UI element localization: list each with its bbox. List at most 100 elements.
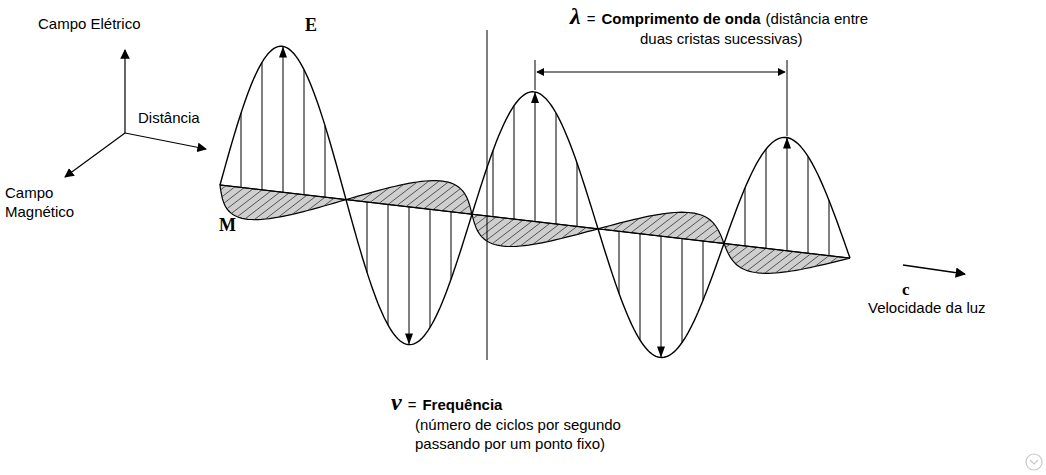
magnetic-hatch	[622, 218, 639, 231]
magnetic-hatch	[237, 191, 271, 217]
dimension-tick	[787, 60, 788, 136]
speed-label: Velocidade da luz	[868, 298, 986, 317]
magnetic-hatch	[224, 188, 244, 203]
magnetic-hatch	[577, 228, 586, 235]
frequency-caption: ν=Frequência(número de ciclos por segund…	[415, 392, 665, 453]
electric-vector	[367, 202, 368, 272]
magnetic-hatch	[475, 216, 487, 225]
magnetic-hatch	[561, 226, 577, 238]
electric-vector	[829, 200, 830, 255]
magnetic-hatch	[361, 192, 374, 202]
magnetic-hatch	[473, 215, 478, 219]
electric-vector	[451, 212, 452, 279]
electric-vector	[682, 239, 683, 343]
electric-vector	[661, 236, 662, 357]
magnetic-hatch	[726, 244, 730, 247]
electric-vector	[241, 113, 242, 187]
electric-vector	[388, 205, 389, 325]
magnetic-hatch	[604, 226, 609, 230]
magnetic-hatch	[830, 257, 838, 263]
speed-symbol: c	[902, 280, 910, 299]
dimension-tick	[535, 60, 536, 90]
magnetic-hatch	[712, 235, 721, 242]
magnetic-hatch	[460, 205, 470, 212]
equals-sign: =	[408, 396, 417, 413]
wavelength-symbol: λ	[570, 3, 581, 29]
magnetic-hatch	[510, 222, 542, 246]
em-wave	[220, 46, 850, 357]
magnetic-hatch	[352, 196, 357, 200]
magnetic-hatch	[787, 254, 811, 272]
magnetic-hatch	[631, 215, 654, 232]
electric-vector	[619, 231, 620, 293]
magnetic-hatch	[222, 187, 235, 197]
watermark-icon	[1030, 460, 1038, 464]
axis-electric	[124, 50, 125, 133]
magnetic-hatch	[379, 184, 404, 203]
magnetic-hatch	[254, 193, 289, 220]
magnetic-hatch	[324, 198, 334, 206]
arrowhead	[405, 334, 413, 345]
magnetic-hatch	[370, 188, 389, 203]
magnetic-hatch	[732, 246, 749, 259]
electric-vector	[640, 234, 641, 340]
magnetic-hatch	[728, 245, 739, 253]
magnetic-hatch	[685, 220, 710, 239]
arrowhead	[531, 92, 539, 103]
electric-vector	[514, 106, 515, 219]
electric-vector	[766, 149, 767, 248]
magnetic-hatch	[741, 248, 766, 267]
magnetic-hatch	[613, 222, 624, 231]
magnetic-hatch	[815, 256, 829, 267]
wavelength-dimension	[537, 72, 785, 73]
electric-vector	[262, 62, 263, 190]
axis-distance	[125, 133, 206, 149]
axis-magnetic	[65, 133, 125, 177]
frequency-line	[487, 30, 488, 360]
magnetic-hatch	[801, 255, 820, 270]
electric-vector	[535, 92, 536, 222]
magnetic-hatch	[533, 224, 559, 244]
magnetic-hatch	[221, 186, 226, 190]
magnetic-hatch	[736, 247, 757, 263]
electric-vector	[409, 207, 410, 345]
axis-label: Campo Elétrico	[38, 14, 141, 33]
magnetic-hatch	[481, 218, 505, 236]
watermark-icon	[1026, 454, 1042, 470]
electric-vector	[703, 241, 704, 300]
magnetic-hatch	[308, 197, 325, 210]
frequency-note: (número de ciclos por segundo passando p…	[415, 415, 665, 453]
arrowhead	[783, 138, 791, 149]
direction-arrow	[903, 265, 965, 274]
electric-vector	[808, 156, 809, 253]
magnetic-hatch	[451, 199, 468, 212]
field-letter: M	[219, 216, 236, 235]
magnetic-hatch	[775, 253, 802, 274]
magnetic-hatch	[415, 182, 448, 207]
magnetic-hatch	[227, 189, 253, 209]
axis-label: Campo Magnético	[5, 183, 87, 221]
magnetic-hatch	[442, 193, 465, 210]
magnetic-hatch	[406, 181, 440, 207]
electric-vector	[787, 138, 788, 251]
electric-vector	[430, 209, 431, 327]
electric-vector	[577, 163, 578, 226]
arrowhead	[657, 347, 665, 358]
wavelength-caption: λ=Comprimento de onda(distância entre du…	[640, 6, 872, 49]
magnetic-hatch	[500, 221, 532, 246]
axis-label: Distância	[138, 108, 200, 127]
electric-vector	[325, 126, 326, 198]
magnetic-hatch	[397, 181, 429, 206]
electric-vector	[493, 151, 494, 217]
frequency-title: Frequência	[422, 396, 502, 413]
electric-vector	[304, 70, 305, 195]
frequency-symbol: ν	[391, 389, 402, 415]
magnetic-hatch	[433, 189, 460, 210]
electric-vector	[745, 188, 746, 246]
magnetic-hatch	[292, 196, 316, 214]
magnetic-hatch	[640, 213, 667, 233]
equals-sign: =	[587, 10, 596, 27]
magnetic-hatch	[547, 225, 569, 242]
wavelength-title: Comprimento de onda	[601, 10, 760, 27]
